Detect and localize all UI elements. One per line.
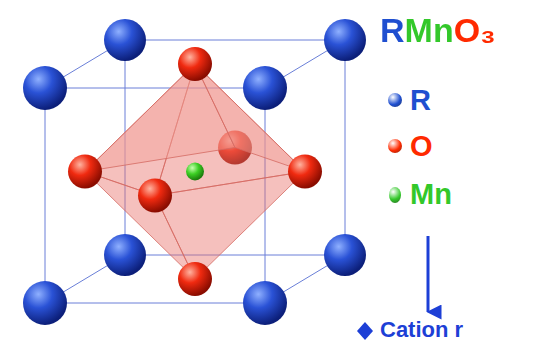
- o-atom: [68, 155, 102, 189]
- r-atom: [324, 19, 366, 61]
- atom-swatch: [389, 187, 401, 203]
- r-atom: [23, 66, 67, 110]
- r-atom: [243, 281, 287, 325]
- bullet-diamond: [357, 322, 373, 340]
- r-atom: [23, 281, 67, 325]
- atom-swatch: [388, 93, 402, 107]
- r-atom: [324, 234, 366, 276]
- o-atom: [288, 155, 322, 189]
- legend-label: O: [410, 128, 433, 164]
- octahedron-face: [155, 172, 305, 280]
- legend-label: R: [410, 82, 431, 118]
- cell-edge: [45, 303, 265, 304]
- o-atom: [178, 47, 212, 81]
- cell-edge: [45, 88, 265, 89]
- cell-edge: [45, 88, 46, 303]
- o-atom: [138, 179, 172, 213]
- r-atom: [243, 66, 287, 110]
- r-atom: [104, 234, 146, 276]
- cell-edge: [125, 255, 345, 256]
- octahedron-face: [85, 64, 235, 172]
- mn-atom: [186, 163, 204, 181]
- arrow-down: [427, 236, 430, 312]
- cell-edge: [125, 40, 345, 41]
- o-atom: [178, 262, 212, 296]
- bullet-text: Cation r: [380, 317, 463, 342]
- formula-title: RMnO₃: [380, 10, 496, 50]
- cell-edge: [345, 40, 346, 255]
- legend-label: Mn: [410, 176, 452, 212]
- r-atom: [104, 19, 146, 61]
- octahedron-face: [195, 64, 305, 172]
- atom-swatch: [388, 139, 402, 153]
